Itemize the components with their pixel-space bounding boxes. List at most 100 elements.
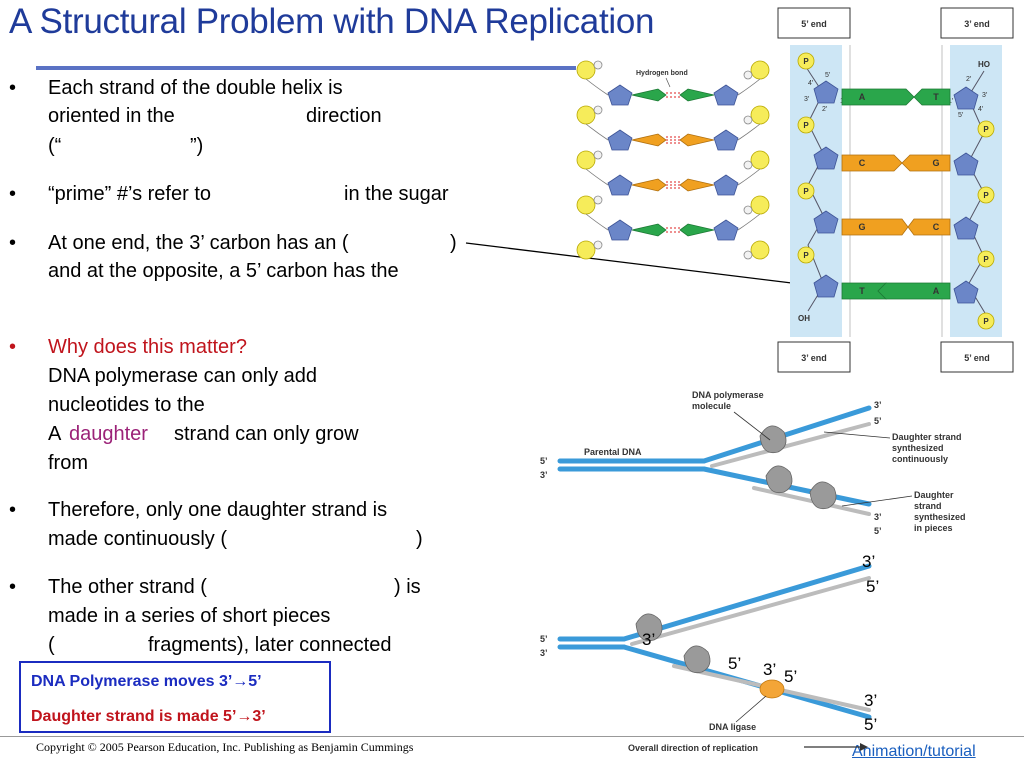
bullet-4-line-4c: strand can only grow [174,423,359,445]
base-label: C [859,158,866,168]
carbon-2-label: 2′ [822,106,828,113]
animation-tutorial-link[interactable]: Animation/tutorial [852,743,976,760]
copyright-notice: Copyright © 2005 Pearson Education, Inc.… [36,740,414,754]
carbon-2-label: 2′ [966,76,972,83]
top-right-end-label: 3’ end [964,19,990,29]
bullet-marker: • [9,183,17,205]
bullet-3-line-2: and at the opposite, a 5’ carbon has the [48,260,399,282]
bullet-1-line-3b: ”) [190,135,204,157]
ligase-label: DNA ligase [709,722,756,732]
bullet-2-line-1b: in the sugar [344,183,449,205]
bullet-5-line-2b: ) [416,528,423,550]
bullet-5-line-1: Therefore, only one daughter strand is [48,499,388,521]
dna-molecular-structure-figure: Hydrogen bond [576,60,770,260]
carbon-1-label: 1′ [948,98,954,105]
overall-direction-label: Overall direction of replication [628,743,758,753]
carbon-4-label: 4′ [978,106,984,113]
phosphate-label: P [803,187,809,196]
carbon-5-label: 5′ [825,72,831,79]
bullet-2-line-1a: “prime” #’s refer to [48,183,212,205]
phosphate-label: P [983,255,989,264]
bullet-marker: • [9,336,17,358]
continuous-strand-label: Daughter strand [892,432,962,442]
bullet-6-line-1a: The other strand ( [48,576,207,598]
bullet-list: • Each strand of the double helix is ori… [0,0,520,660]
top-left-end-box [777,7,851,39]
pieces-strand-label: in pieces [914,523,953,533]
bullet-3-line-1a: At one end, the 3’ carbon has an ( [48,232,349,254]
summary-line-daughter: Daughter strand is made 5’→3’ [31,708,266,725]
phosphate-label: P [983,317,989,326]
carbon-4-label: 4′ [808,80,814,87]
bullet-1-line-3a: (“ [48,135,62,157]
continuous-strand-label: continuously [892,454,948,464]
phosphate-label: P [983,191,989,200]
footer-divider [0,736,1024,737]
phosphate-label: P [803,121,809,130]
base-label: C [933,222,940,232]
strand-end-label: 3’ [874,400,882,410]
bullet-4-line-3: nucleotides to the [48,394,205,416]
bullet-1-line-2a: oriented in the [48,105,175,127]
bullet-6-line-3b: fragments), later connected [148,634,392,656]
bullet-marker: • [9,232,17,254]
base-label: G [858,222,865,232]
bullet-1-line-2b: direction [306,105,382,127]
polymerase-molecule [809,481,837,510]
base-label: A [933,286,940,296]
top-right-end-box [940,7,1014,39]
bullet-4-line-2: DNA polymerase can only add [48,365,318,387]
hydrogen-bond-label: Hydrogen bond [636,70,688,77]
replication-fork-figure: Parental DNA 5’ 3’ 3’ 5’ 3’ 5’ DNA polym… [540,390,966,753]
bullet-6-line-2: made in a series of short pieces [48,605,331,627]
pieces-strand-label: synthesized [914,512,966,522]
strand-end-label: 3’ [874,512,882,522]
polymerase-molecule [683,645,711,674]
base-label: A [859,92,866,102]
parental-dna-label: Parental DNA [584,447,642,457]
title-underline [36,66,576,70]
bullet-5-line-2a: made continuously ( [48,528,227,550]
strand-end-label: 5’ [540,456,548,466]
pieces-strand-label: strand [914,501,942,511]
base-label: T [933,92,939,102]
bullet-6-line-3a: ( [48,634,55,656]
bullet-4-line-5: from [48,452,88,474]
bottom-left-end-label: 3’ end [801,353,827,363]
phosphate-label: P [803,251,809,260]
bullet-marker: • [9,576,17,598]
bottom-right-end-box [940,341,1014,373]
bullet-marker: • [9,499,17,521]
polymerase-label-2: molecule [692,401,731,411]
bullet-6-line-1b: ) is [394,576,421,598]
strand-end-label: 5’ [874,416,882,426]
pieces-strand-label: Daughter [914,490,954,500]
carbon-5-label: 5′ [958,112,964,119]
bullet-marker: • [9,77,17,99]
bottom-right-end-label: 5’ end [964,353,990,363]
polymerase-molecule [759,425,787,454]
continuous-strand-label: synthesized [892,443,944,453]
hydroxyl-label: OH [798,314,810,323]
phosphate-label: P [983,125,989,134]
carbon-3-label: 3′ [804,96,810,103]
antiparallel-strands-figure: 5’ end 3’ end 3’ end 5’ end P P P P P P … [777,7,1014,373]
strand-end-label: 5’ [540,634,548,644]
bottom-left-end-box [777,341,851,373]
bullet-4-line-4a: A [48,423,62,445]
strand-end-label: 3’ [540,648,548,658]
slide-title: A Structural Problem with DNA Replicatio… [9,2,655,41]
polymerase-molecule [765,465,793,494]
summary-box: DNA Polymerase moves 3’→5’ Daughter stra… [19,661,331,733]
strand-end-label: 3’ [540,470,548,480]
top-left-end-label: 5’ end [801,19,827,29]
base-label: G [932,158,939,168]
bullet-3-line-1b: ) [450,232,457,254]
phosphate-label: P [803,57,809,66]
summary-line-polymerase: DNA Polymerase moves 3’→5’ [31,673,262,690]
strand-end-label: 5’ [874,526,882,536]
bullet-4-line-4-daughter: daughter [69,423,148,445]
dna-ligase-molecule [759,679,785,699]
polymerase-molecule [635,613,663,642]
bullet-1-line-1: Each strand of the double helix is [48,77,343,99]
